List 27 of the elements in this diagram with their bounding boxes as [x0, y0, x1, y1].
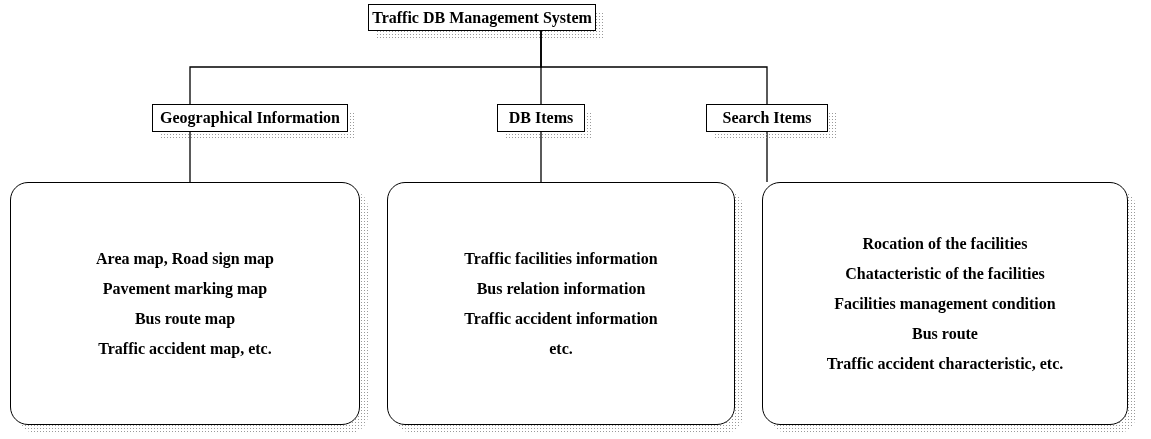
list-item-text: Rocation of the facilities — [862, 234, 1028, 253]
connector-line — [766, 131, 768, 183]
box-title: Traffic DB Management System — [372, 8, 592, 27]
list-item-text: Bus relation information — [476, 279, 646, 298]
connector-line — [540, 131, 542, 183]
list-item-text: Pavement marking map — [102, 279, 268, 298]
list-item-text: Traffic accident characteristic, etc. — [826, 354, 1064, 373]
rounded-content-box — [10, 182, 360, 425]
list-item-text: Facilities management condition — [834, 294, 1056, 313]
category-box — [152, 104, 348, 132]
connector-line — [189, 131, 191, 183]
list-item-text: Traffic accident information — [464, 309, 658, 328]
list-item-text: Traffic accident map, etc. — [98, 339, 272, 358]
category-box — [706, 104, 828, 132]
category-box — [497, 104, 585, 132]
rounded-content-box — [387, 182, 735, 425]
list-item-text: etc. — [549, 339, 573, 358]
box-title: Geographical Information — [160, 109, 340, 127]
box-title: Search Items — [722, 109, 812, 127]
list-item-text: Traffic facilities information — [464, 249, 658, 268]
list-item-text: Bus route — [912, 324, 978, 343]
rounded-content-box — [762, 182, 1128, 425]
list-item-text: Bus route map — [134, 309, 236, 328]
list-item-text: Chatacteristic of the facilities — [845, 264, 1045, 283]
box-title: DB Items — [508, 109, 574, 127]
list-item-text: Area map, Road sign map — [96, 249, 274, 268]
connector-line — [540, 30, 768, 105]
